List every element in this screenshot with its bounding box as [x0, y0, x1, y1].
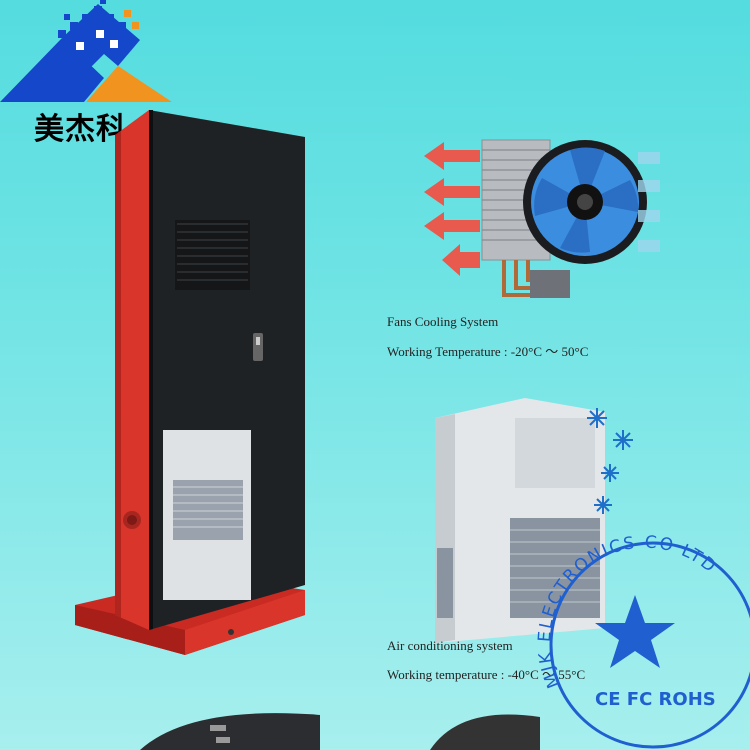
- fan-working-temperature: Working Temperature : -20°C ～ 50°C: [387, 344, 589, 359]
- ac-working-temperature: Working temperature : -40°C ～ 55°C: [387, 667, 586, 682]
- company-certification-stamp: MJK ELECTRONICS CO LTD CE FC ROHS: [535, 532, 750, 749]
- brand-logo-mark: [0, 0, 172, 102]
- ac-system-title: Air conditioning system: [387, 638, 513, 653]
- stamp-cert-marks: CE FC ROHS: [595, 689, 716, 710]
- bottom-product-image-right: [430, 714, 540, 750]
- brand-logo-text: 美杰科: [34, 112, 127, 147]
- fan-cooler-image: [424, 139, 660, 298]
- svg-text:MJK ELECTRONICS CO LTD: MJK ELECTRONICS CO LTD: [535, 532, 721, 690]
- fan-system-title: Fans Cooling System: [387, 314, 499, 329]
- outdoor-kiosk-image: [75, 110, 305, 655]
- stamp-company-text: MJK ELECTRONICS CO LTD: [535, 532, 719, 690]
- bottom-product-image-left: [140, 713, 320, 750]
